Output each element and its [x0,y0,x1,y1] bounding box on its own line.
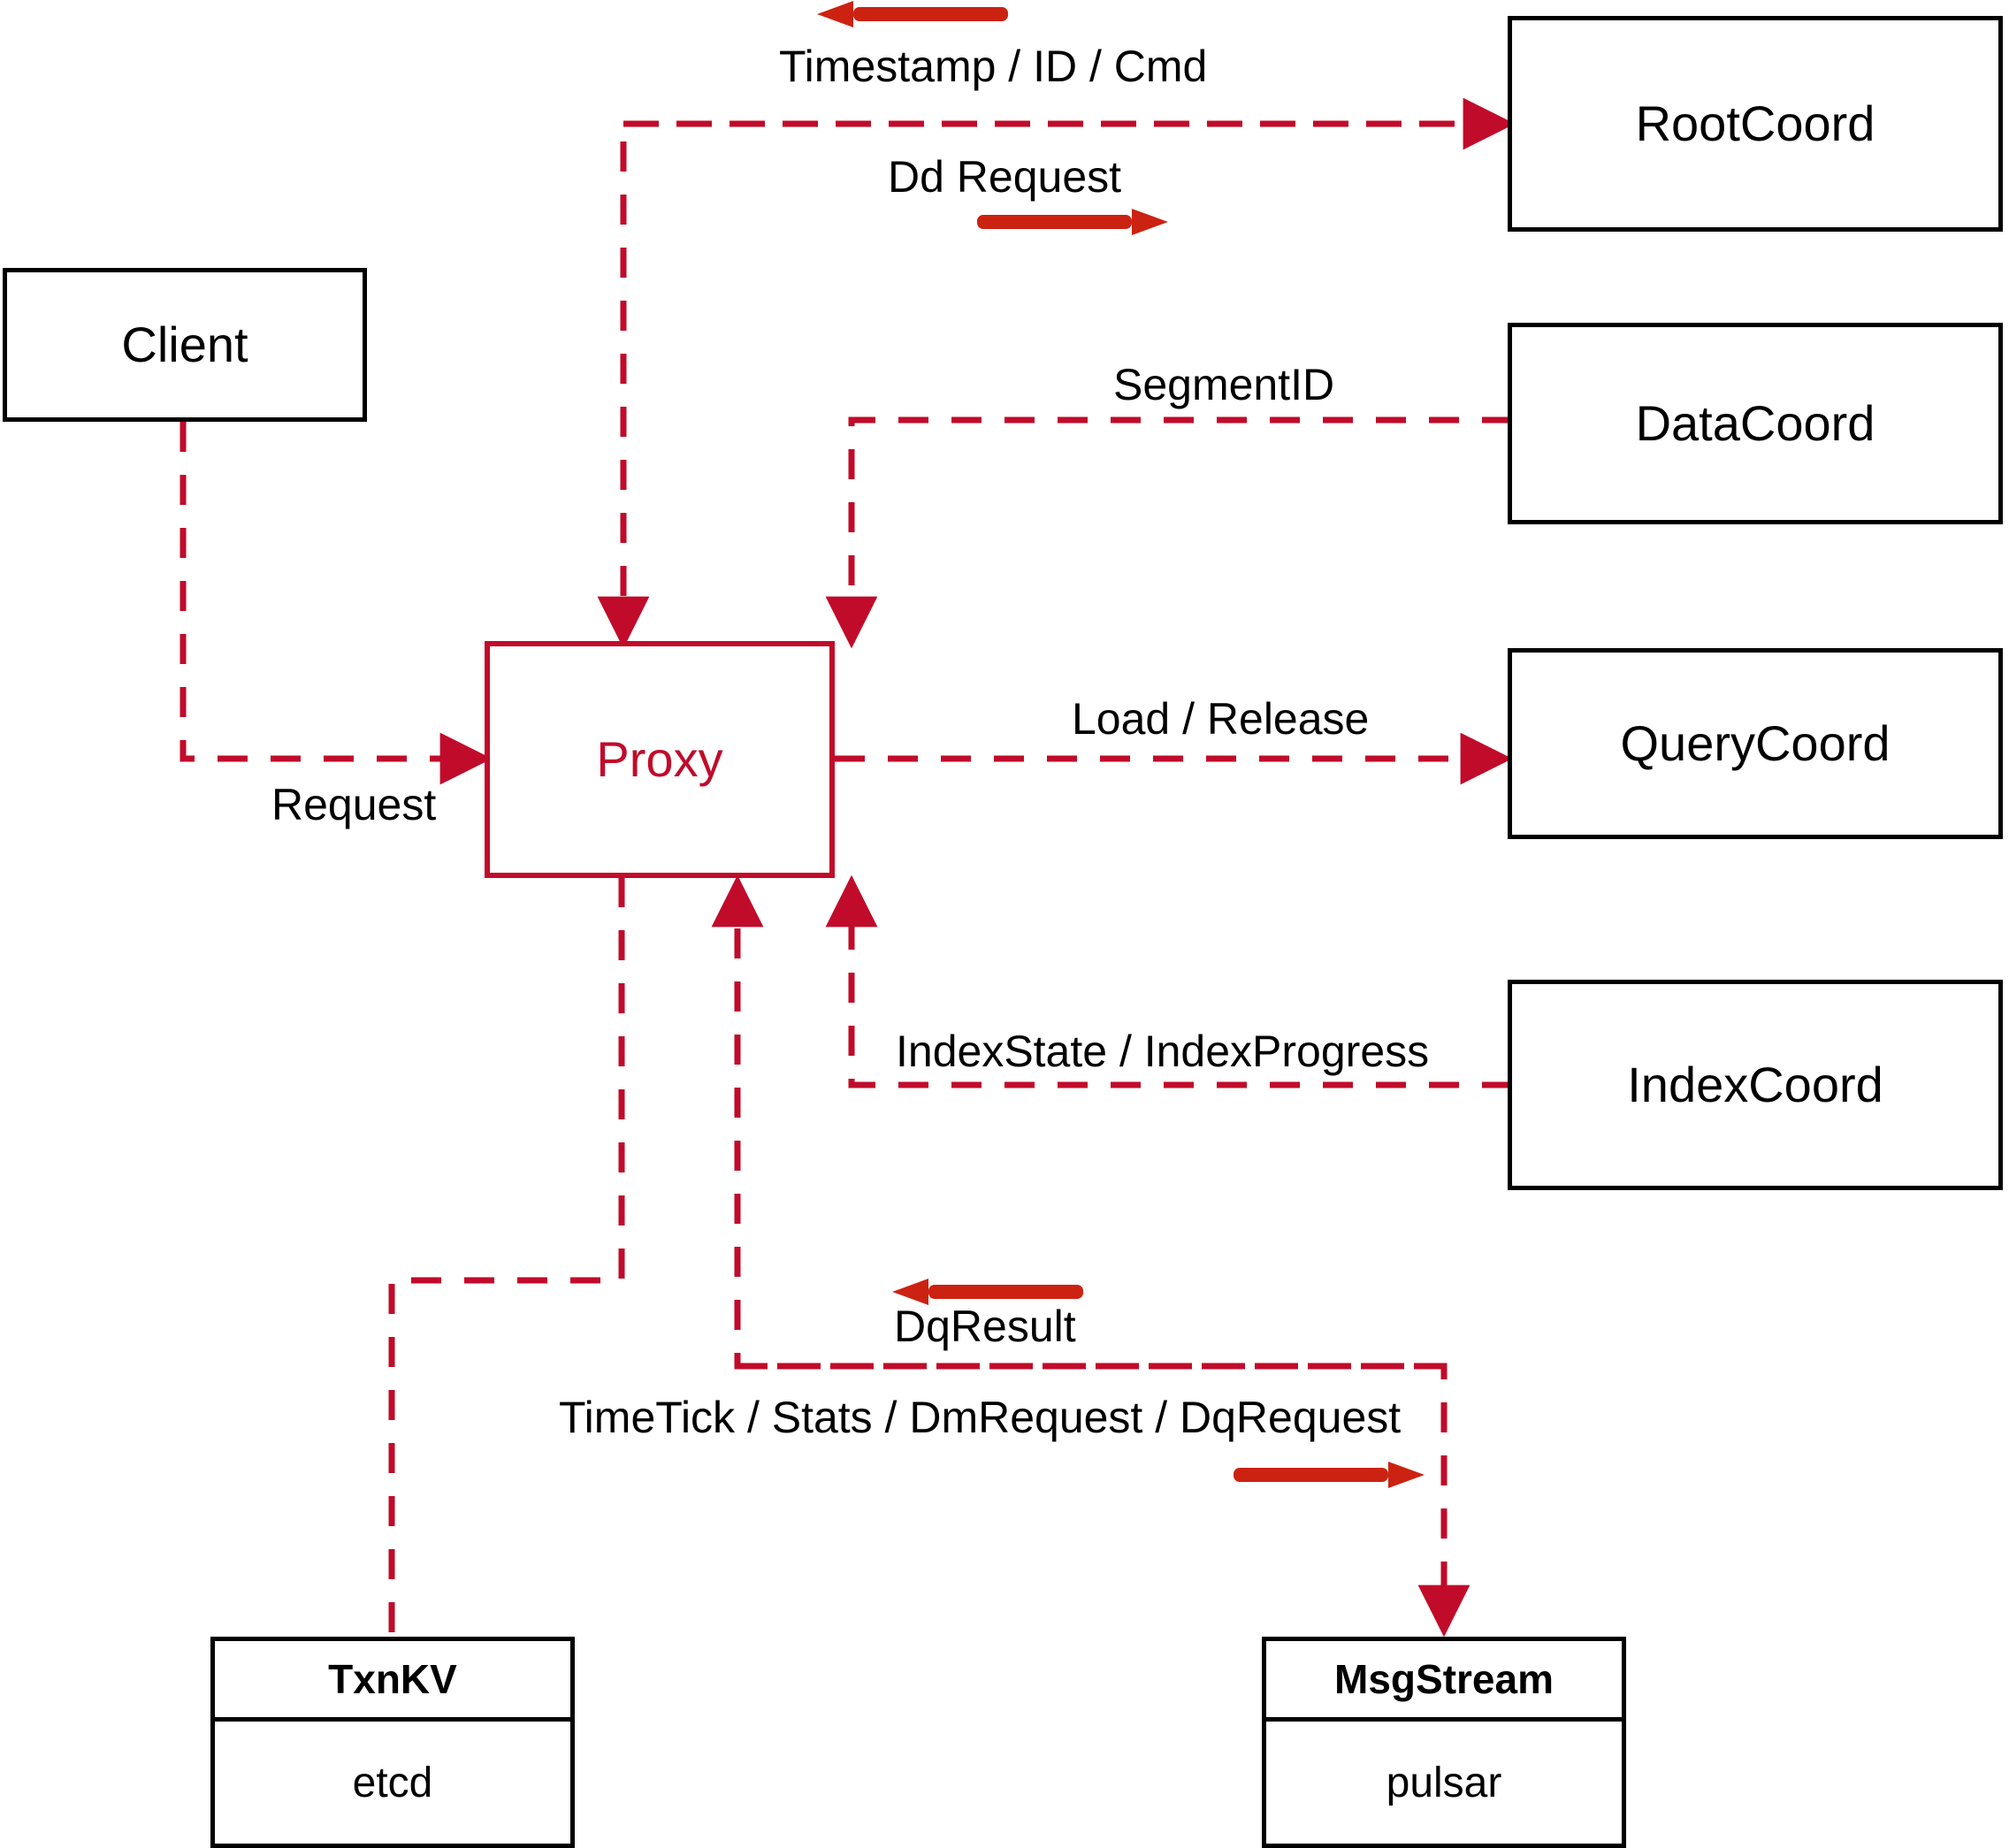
wire-indexcoord-to-proxy [825,874,1512,1088]
node-datacoord[interactable]: DataCoord [1508,323,2003,524]
node-proxy[interactable]: Proxy [485,641,835,878]
edge-label-request: Request [271,780,437,829]
node-rootcoord-label: RootCoord [1635,95,1875,151]
node-txnkv-impl: etcd [352,1759,433,1806]
node-rootcoord[interactable]: RootCoord [1508,16,2003,232]
node-txnkv-title: TxnKV [328,1656,457,1702]
edge-label-load-release: Load / Release [1072,694,1370,744]
node-msgstream[interactable]: MsgStream pulsar [1262,1637,1626,1848]
node-indexcoord[interactable]: IndexCoord [1508,980,2003,1190]
edge-label-dd-request: Dd Request [888,152,1122,202]
node-datacoord-label: DataCoord [1635,395,1875,451]
wire-proxy-to-msgstream [737,1363,1470,1638]
node-proxy-label: Proxy [596,731,723,787]
arrow-dqresult-left [892,1279,1083,1305]
node-querycoord[interactable]: QueryCoord [1508,648,2003,839]
arrow-dd-request-right [977,209,1168,235]
node-indexcoord-label: IndexCoord [1627,1057,1883,1112]
node-client-label: Client [121,317,248,372]
wire-msgstream-to-proxy [711,874,1444,1370]
edge-label-segmentid: SegmentID [1113,360,1335,409]
wire-datacoord-to-proxy [825,416,1512,649]
node-querycoord-label: QueryCoord [1620,715,1891,771]
edge-label-timestamp-id-cmd: Timestamp / ID / Cmd [779,42,1208,91]
arrow-dqrequest-right [1234,1462,1425,1488]
edge-label-dqresult: DqResult [894,1302,1076,1351]
node-txnkv-header: TxnKV [215,1641,570,1722]
node-msgstream-body: pulsar [1266,1722,1622,1844]
node-msgstream-title: MsgStream [1334,1656,1554,1702]
wire-client-to-proxy [180,422,493,785]
node-client[interactable]: Client [3,268,367,422]
edge-label-timetick-stats-dmrequest-dqrequest: TimeTick / Stats / DmRequest / DqRequest [559,1393,1402,1442]
node-txnkv-body: etcd [215,1722,570,1844]
direction-arrow-group [817,1,1425,1488]
arrow-timestamp-left [817,1,1008,27]
node-msgstream-impl: pulsar [1386,1759,1502,1806]
edge-label-indexstate-indexprogress: IndexState / IndexProgress [896,1027,1430,1076]
wire-proxy-to-txnkv [388,877,625,1637]
node-txnkv[interactable]: TxnKV etcd [210,1637,575,1848]
node-msgstream-header: MsgStream [1266,1641,1622,1722]
